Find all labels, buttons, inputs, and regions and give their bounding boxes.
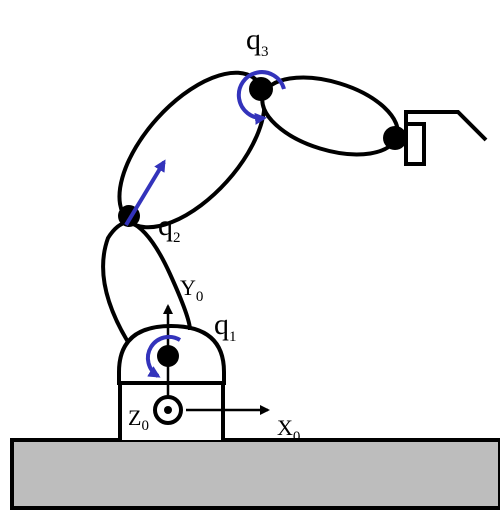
label-z0: Z0 xyxy=(128,405,149,434)
label-y0: Y0 xyxy=(180,275,203,305)
label-q3: q3 xyxy=(246,23,269,60)
joint-wrist xyxy=(383,126,407,150)
q3-rotation-arrow-icon xyxy=(236,70,286,125)
z0-axis-symbol xyxy=(153,395,183,425)
gripper-icon xyxy=(404,110,488,166)
label-x0: X0 xyxy=(277,415,300,445)
q1-rotation-arrow-icon xyxy=(145,334,182,378)
label-q2: q2 xyxy=(158,209,181,246)
q2-direction-arrow-icon xyxy=(124,159,166,227)
label-q1: q1 xyxy=(214,308,237,345)
joint-q3 xyxy=(249,77,273,101)
ground-platform xyxy=(10,438,500,510)
